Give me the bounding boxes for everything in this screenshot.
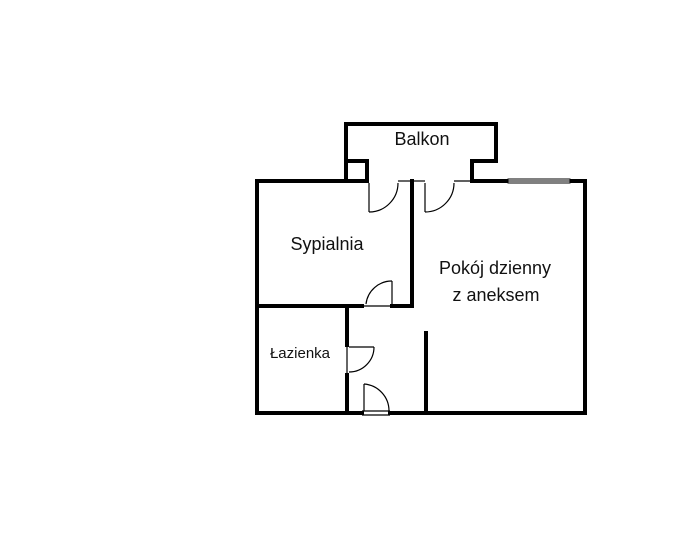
- balcony-label: Balkon: [394, 129, 449, 149]
- door-living-balcony: [412, 180, 472, 213]
- door-entrance: [362, 383, 390, 416]
- living-room-label-line1: Pokój dzienny: [439, 258, 551, 278]
- interior-walls: [255, 179, 428, 415]
- window: [507, 178, 571, 184]
- door-swing-arc: [363, 383, 390, 412]
- door-bedroom-balcony: [368, 180, 412, 213]
- bathroom-label: Łazienka: [270, 345, 331, 362]
- balcony-wall: [344, 122, 498, 183]
- living-room-label-line2: z aneksem: [452, 285, 539, 305]
- door-swing-arc: [365, 280, 393, 305]
- door-swing-arc: [424, 182, 455, 213]
- door-swing-arc: [368, 182, 399, 213]
- door-swing-arc: [348, 346, 375, 373]
- balcony: Balkon: [344, 122, 498, 183]
- door-bathroom: [346, 345, 375, 375]
- doors: [346, 180, 472, 416]
- bedroom-label: Sypialnia: [290, 234, 364, 254]
- room-labels: Sypialnia Pokój dzienny z aneksem Łazien…: [270, 234, 551, 362]
- outer-walls: [255, 179, 587, 415]
- door-bedroom-hall: [362, 280, 393, 307]
